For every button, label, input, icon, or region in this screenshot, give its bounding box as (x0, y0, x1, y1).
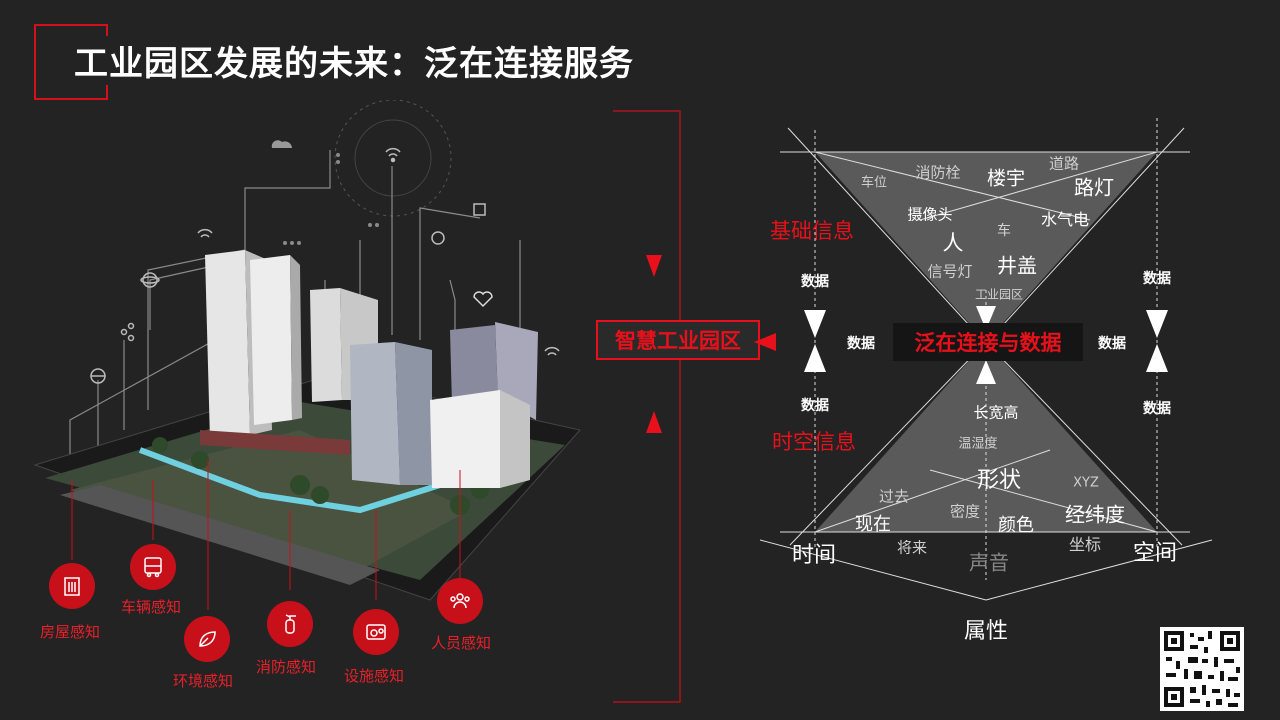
corner-time: 时间 (791, 543, 837, 568)
item-manhole: 井盖 (997, 253, 1037, 278)
data-label: 数据 (1098, 336, 1126, 352)
spatiotemporal-title: 时空信息 (772, 430, 856, 454)
data-label: 数据 (1143, 271, 1171, 287)
item-hydrant: 消防栓 (915, 163, 961, 182)
sensor-label: 房屋感知 (40, 623, 101, 641)
item-future: 将来 (896, 538, 928, 557)
item-parking: 车位 (860, 175, 888, 191)
item-industrial-park: 工业园区 (974, 287, 1024, 302)
item-latlon: 经纬度 (1065, 502, 1125, 527)
item-past: 过去 (878, 487, 910, 506)
item-road: 道路 (1048, 154, 1080, 173)
item-camera: 摄像头 (907, 205, 953, 224)
data-label: 数据 (847, 336, 875, 352)
item-building: 楼宇 (986, 167, 1026, 190)
sensor-label: 环境感知 (173, 672, 234, 690)
facility-settings-icon (366, 624, 386, 640)
sensor-connectors (71, 460, 461, 610)
corner-attribute: 属性 (963, 619, 1009, 644)
item-color: 颜色 (998, 515, 1034, 536)
leaf-icon (199, 631, 216, 647)
item-density: 密度 (949, 502, 981, 521)
item-xyz: XYZ (1073, 475, 1099, 491)
data-label: 数据 (1143, 401, 1171, 417)
sensor-label: 人员感知 (431, 634, 492, 652)
middle-bracket (613, 110, 681, 703)
sensor-facility[interactable] (353, 609, 399, 655)
qr-code[interactable] (1160, 627, 1244, 711)
sensor-environment[interactable] (184, 616, 230, 662)
item-signal-light: 信号灯 (927, 262, 973, 281)
people-icon (450, 593, 470, 609)
item-sound: 声音 (969, 550, 1009, 575)
data-label: 数据 (801, 274, 829, 290)
item-temp-humidity: 温湿度 (958, 436, 998, 452)
corner-space: 空间 (1132, 541, 1178, 566)
item-car: 车 (997, 223, 1011, 239)
data-label: 数据 (801, 398, 829, 414)
center-label: 泛在连接与数据 (893, 323, 1083, 361)
item-coordinates: 坐标 (1068, 535, 1102, 554)
connection-diagram (760, 118, 1213, 601)
basic-info-title: 基础信息 (770, 219, 854, 243)
bus-icon (144, 557, 162, 578)
sensor-vehicle[interactable] (130, 544, 176, 590)
building-icon (64, 577, 80, 596)
sensor-fire[interactable] (267, 601, 313, 647)
item-present: 现在 (855, 514, 891, 535)
smart-park-illustration (33, 100, 581, 601)
item-utilities: 水气电 (1040, 210, 1090, 229)
item-dimensions: 长宽高 (973, 403, 1019, 422)
item-streetlight: 路灯 (1074, 175, 1114, 200)
sensor-building[interactable] (49, 563, 95, 609)
fire-extinguisher-icon (285, 614, 296, 634)
item-shape: 形状 (976, 468, 1022, 493)
arrow-left-icon (754, 333, 776, 351)
sensor-label: 车辆感知 (121, 598, 182, 616)
sensor-people[interactable] (437, 578, 483, 624)
smart-park-box: 智慧工业园区 (596, 320, 760, 360)
sensor-label: 消防感知 (256, 658, 317, 676)
sensor-label: 设施感知 (344, 667, 405, 685)
item-person: 人 (942, 231, 964, 255)
page-title: 工业园区发展的未来：泛在连接服务 (70, 36, 638, 85)
